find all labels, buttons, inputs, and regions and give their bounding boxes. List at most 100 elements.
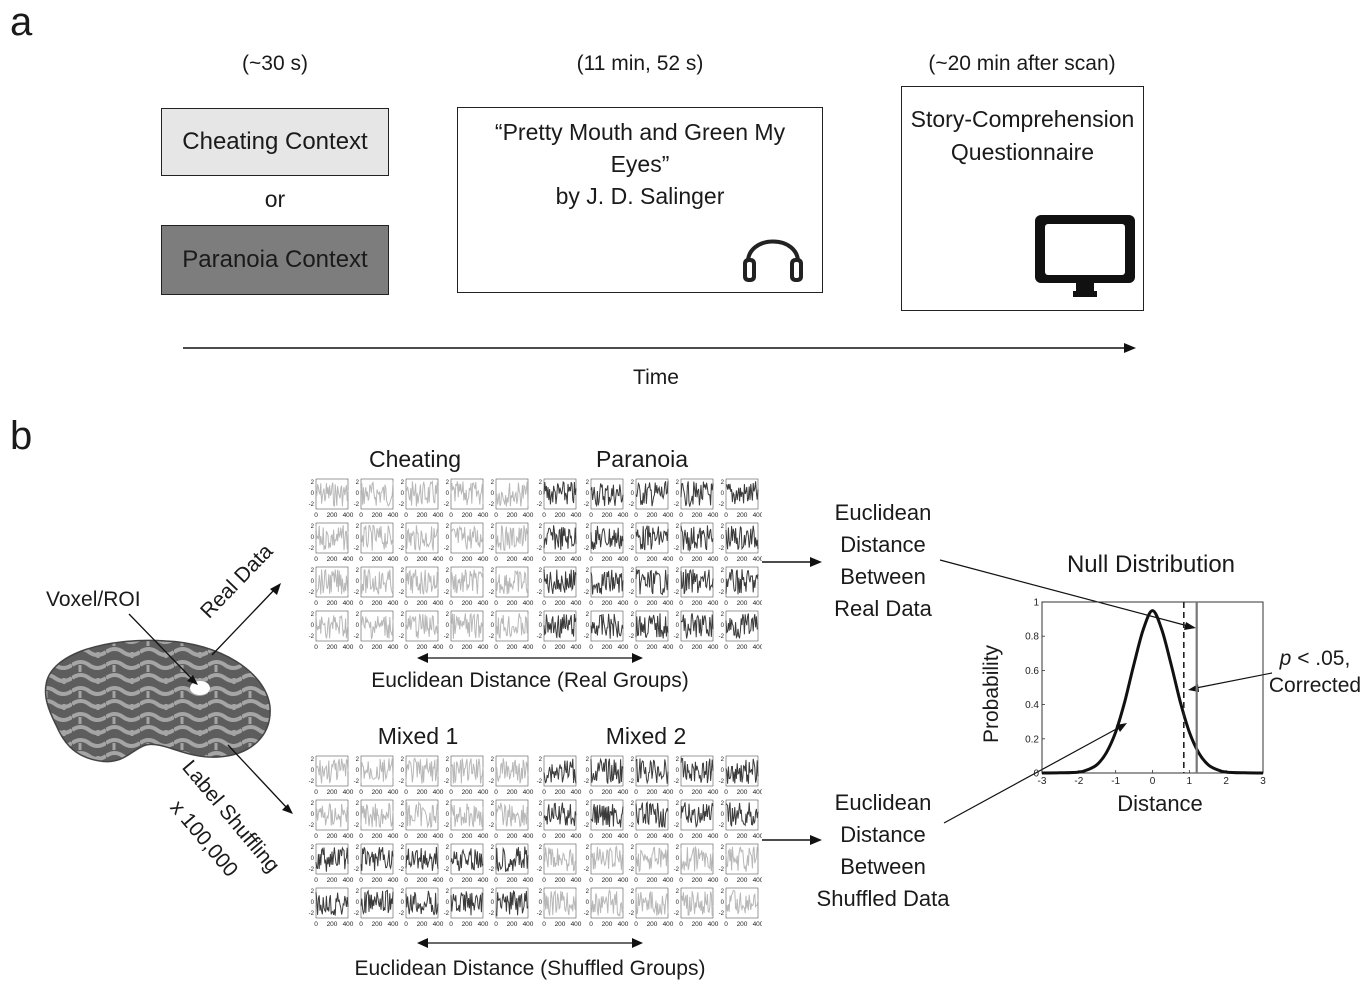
- mini-y-tick: -2: [629, 502, 635, 508]
- mini-y-tick: 0: [676, 856, 680, 862]
- mini-x-tick: 0: [494, 644, 498, 651]
- mini-y-tick: -2: [354, 634, 360, 640]
- mini-x-tick: 400: [571, 833, 582, 840]
- mini-y-tick: -2: [537, 590, 543, 596]
- mini-y-tick: 0: [539, 491, 543, 497]
- mini-y-tick: 0: [401, 768, 405, 774]
- mini-y-tick: 2: [586, 757, 590, 763]
- mini-y-tick: 0: [356, 623, 360, 629]
- mini-y-tick: 2: [721, 801, 725, 807]
- mini-x-tick: 400: [388, 921, 399, 928]
- mini-x-tick: 400: [663, 600, 674, 607]
- mini-x-tick: 0: [724, 877, 728, 884]
- mini-x-tick: 400: [753, 877, 762, 884]
- mini-y-tick: -2: [399, 634, 405, 640]
- mini-y-tick: 2: [631, 889, 635, 895]
- mini-y-tick: -2: [719, 590, 725, 596]
- mini-y-tick: 2: [721, 757, 725, 763]
- mini-x-tick: 0: [404, 789, 408, 796]
- mini-y-tick: 2: [539, 480, 543, 486]
- mini-y-tick: 2: [491, 845, 495, 851]
- mini-y-tick: 0: [631, 768, 635, 774]
- mini-y-tick: 2: [631, 568, 635, 574]
- mini-x-tick: 400: [618, 556, 629, 563]
- mini-x-tick: 200: [417, 512, 428, 519]
- mini-x-tick: 0: [724, 921, 728, 928]
- group-label-mixed2: Mixed 2: [605, 723, 687, 749]
- mini-x-tick: 0: [359, 833, 363, 840]
- mini-x-tick: 200: [462, 877, 473, 884]
- mini-y-tick: 0: [721, 579, 725, 585]
- mini-y-tick: 0: [586, 623, 590, 629]
- mini-x-tick: 0: [359, 600, 363, 607]
- mini-y-tick: 0: [446, 900, 450, 906]
- mini-y-tick: -2: [537, 911, 543, 917]
- mini-x-tick: 0: [542, 644, 546, 651]
- questionnaire-line2: Questionnaire: [950, 139, 1095, 165]
- mini-y-tick: 0: [721, 768, 725, 774]
- mini-y-tick: 2: [676, 889, 680, 895]
- mini-y-tick: 0: [676, 535, 680, 541]
- mini-x-tick: 200: [372, 833, 383, 840]
- mini-x-tick: 0: [404, 833, 408, 840]
- mini-x-tick: 200: [737, 556, 748, 563]
- mini-y-tick: 0: [311, 535, 315, 541]
- mini-x-tick: 400: [618, 644, 629, 651]
- mini-x-tick: 0: [724, 833, 728, 840]
- mini-x-tick: 400: [388, 600, 399, 607]
- real-result-label: Euclidean Distance Between Real Data: [834, 500, 932, 621]
- mini-x-tick: 200: [692, 789, 703, 796]
- mini-y-tick: 2: [401, 612, 405, 618]
- mini-y-tick: 0: [539, 856, 543, 862]
- mini-y-tick: -2: [399, 546, 405, 552]
- mini-x-tick: 200: [462, 833, 473, 840]
- mini-x-tick: 0: [404, 877, 408, 884]
- mini-y-tick: -2: [309, 590, 315, 596]
- mini-y-tick: -2: [629, 634, 635, 640]
- mini-x-tick: 400: [708, 921, 719, 928]
- mini-x-tick: 200: [372, 921, 383, 928]
- mini-y-tick: 0: [446, 579, 450, 585]
- mini-x-tick: 400: [618, 921, 629, 928]
- mini-x-tick: 200: [555, 556, 566, 563]
- mini-x-tick: 200: [692, 512, 703, 519]
- mini-x-tick: 400: [478, 833, 489, 840]
- mini-y-tick: 2: [491, 889, 495, 895]
- mini-y-tick: 2: [356, 889, 360, 895]
- mini-y-tick: 0: [721, 812, 725, 818]
- mini-x-tick: 400: [708, 600, 719, 607]
- x-tick-label: -1: [1111, 776, 1120, 787]
- mini-x-tick: 0: [449, 512, 453, 519]
- mini-x-tick: 0: [679, 789, 683, 796]
- mini-y-tick: 2: [446, 612, 450, 618]
- mini-y-tick: -2: [719, 823, 725, 829]
- mini-y-tick: 0: [721, 535, 725, 541]
- mini-x-tick: 400: [753, 556, 762, 563]
- mini-y-tick: 2: [586, 568, 590, 574]
- mini-x-tick: 200: [602, 556, 613, 563]
- mini-x-tick: 0: [724, 512, 728, 519]
- brain-surface: [44, 639, 271, 763]
- mini-x-tick: 200: [737, 512, 748, 519]
- cheating-context-box: Cheating Context: [161, 108, 389, 176]
- mini-y-tick: -2: [444, 634, 450, 640]
- mini-x-tick: 0: [679, 600, 683, 607]
